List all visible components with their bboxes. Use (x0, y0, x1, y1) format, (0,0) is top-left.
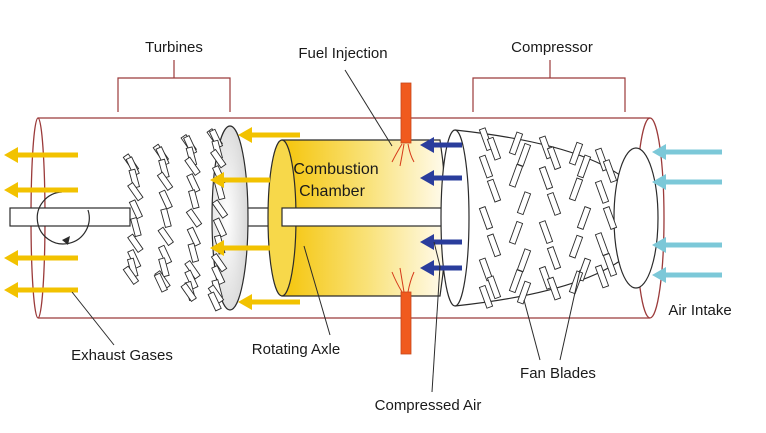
exhaust-arrow (4, 282, 78, 298)
compressed-air-arrow (420, 260, 462, 276)
turbine-blade (160, 207, 172, 229)
compressor-blade (516, 280, 532, 305)
turbine-blade (210, 252, 228, 273)
turbine-blade (158, 189, 173, 210)
compressor-blade (594, 180, 610, 204)
compressor-bracket (472, 60, 626, 112)
compressed-air-label: Compressed Air (375, 397, 482, 414)
compressor-blade (602, 206, 618, 230)
compressor-blade (478, 284, 494, 309)
turbine-blade (180, 282, 197, 303)
compressor-blade (478, 154, 494, 179)
compressor-blade (546, 192, 562, 216)
exhaust-arrow (210, 240, 270, 256)
turbine-blade (211, 199, 229, 219)
turbine-blade (187, 242, 200, 263)
turbine-blades (122, 128, 229, 312)
compressor-blade (538, 166, 554, 190)
compressor-blade (508, 269, 524, 294)
turbine-blade (128, 199, 144, 220)
air-intake-arrow (652, 237, 722, 253)
exhaust-arrow (238, 294, 300, 310)
turbines-bracket (117, 60, 231, 112)
turbine-blade (130, 217, 142, 238)
compressed-air-arrow (420, 137, 462, 153)
compressor-blade (568, 234, 584, 259)
fuel-injector-top (391, 82, 415, 167)
air-intake-arrow (652, 144, 722, 160)
turbine-blade (186, 173, 201, 194)
turbine-blade (185, 208, 203, 228)
air-intake-label: Air Intake (668, 302, 731, 319)
leader-lines (71, 69, 581, 393)
compressor-blade (546, 146, 562, 171)
turbine-blade (212, 217, 228, 238)
compressor-section (440, 127, 659, 309)
exhaust-arrow (210, 172, 270, 188)
combustion-chamber (267, 139, 447, 297)
turbine-blade (122, 265, 140, 286)
exhaust-arrow (4, 250, 78, 266)
compressor-blade (568, 141, 584, 166)
air-intake-arrow (652, 174, 722, 190)
turbine-blade (186, 226, 201, 247)
fuel-injector-bottom (391, 267, 415, 355)
compressor-blade (478, 206, 494, 230)
compressor-blade (546, 246, 562, 270)
turbine-blade (128, 168, 141, 189)
compressed-air-arrow (420, 234, 462, 250)
compressor-blade (568, 177, 584, 202)
compressor-blade (508, 131, 524, 156)
turbine-blade (153, 272, 168, 293)
turbine-blade (156, 171, 174, 191)
compressor-blade (602, 159, 618, 184)
exhaust-arrow (4, 147, 78, 163)
turbine-blade (127, 233, 144, 253)
turbine-blade (127, 181, 144, 202)
flow-arrows (4, 127, 722, 310)
air-intake-arrow (652, 267, 722, 283)
compressor-blade (486, 275, 502, 300)
turbine-blade (184, 156, 201, 176)
compressor-blade (486, 178, 502, 203)
turbine-blade (188, 189, 200, 210)
compressor-fan-blades (478, 127, 618, 309)
combustion-chamber-label-line2: Chamber (299, 183, 365, 200)
compressor-blade (546, 276, 562, 301)
exhaust-arrow (238, 127, 300, 143)
compressor-blade (486, 136, 502, 161)
turbines-label: Turbines (145, 39, 203, 56)
compressor-blade (538, 220, 554, 244)
turbine-blade (184, 269, 199, 290)
compressor-blade (516, 191, 532, 216)
fan-blades-label: Fan Blades (520, 365, 596, 382)
rotating-axle-label: Rotating Axle (252, 341, 340, 358)
combustion-chamber-label-line1: Combustion (293, 161, 378, 178)
fuel-injection-label: Fuel Injection (298, 45, 387, 62)
compressor-blade (602, 252, 618, 277)
turbine-blade (158, 257, 170, 278)
compressed-air-arrow (420, 170, 462, 186)
turbine-section (122, 125, 249, 312)
compressor-blade (594, 264, 610, 289)
exhaust-gases-label: Exhaust Gases (71, 347, 173, 364)
compressor-blade (576, 154, 592, 179)
turbine-blade (209, 148, 227, 169)
turbine-blade (207, 291, 222, 312)
turbine-blade (157, 244, 173, 265)
compressor-blade (508, 220, 524, 245)
compressor-blade (576, 206, 592, 230)
exhaust-arrow (4, 182, 78, 198)
turbine-blade (157, 226, 175, 247)
compressor-blade (508, 163, 524, 188)
turbine-blade (211, 264, 226, 286)
compressor-label: Compressor (511, 39, 593, 56)
compressor-blade (486, 233, 502, 258)
